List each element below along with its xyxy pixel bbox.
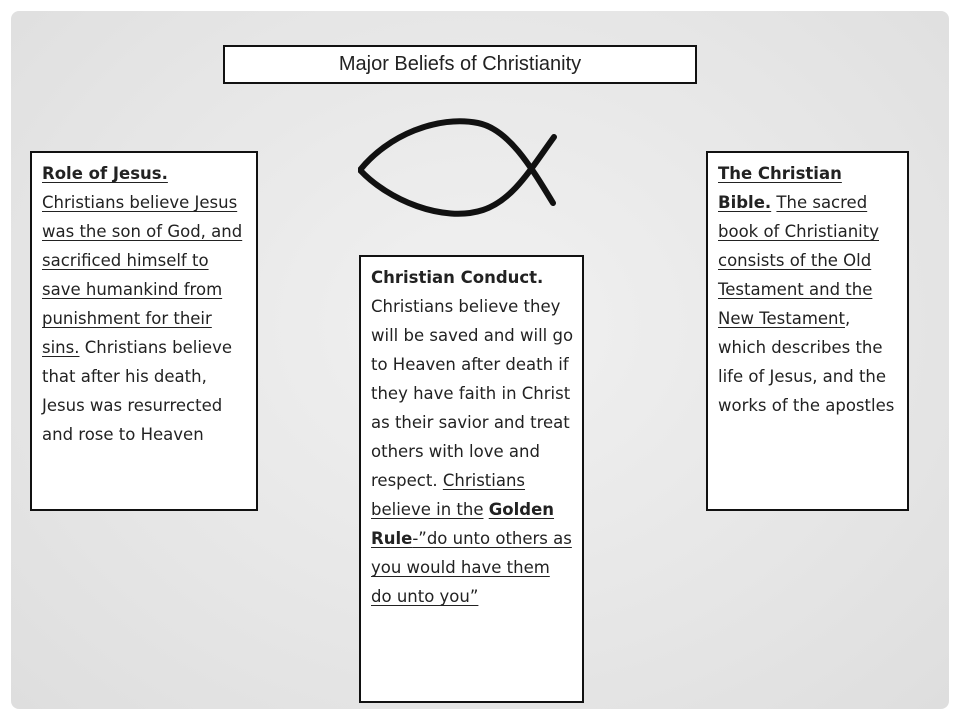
christian-bible-text: , which describes the life of Jesus, and…	[718, 309, 895, 415]
role-of-jesus-heading: Role of Jesus.	[42, 164, 168, 183]
page-title: Major Beliefs of Christianity	[223, 45, 697, 84]
christian-conduct-box: Christian Conduct. Christians believe th…	[359, 255, 584, 703]
christian-conduct-text: Christians believe they will be saved an…	[371, 297, 574, 490]
christian-conduct-heading: Christian Conduct.	[371, 268, 544, 287]
golden-rule-quote: -”do unto others as you would have them …	[371, 529, 572, 606]
christian-bible-box: The Christian Bible. The sacred book of …	[706, 151, 909, 511]
christian-bible-heading: The Christian Bible.	[718, 164, 842, 212]
ichthys-fish-icon	[358, 118, 557, 217]
role-of-jesus-underlined-text: Christians believe Jesus was the son of …	[42, 193, 243, 357]
role-of-jesus-box: Role of Jesus. Christians believe Jesus …	[30, 151, 258, 511]
golden-rule-label: Golden Rule	[371, 500, 555, 548]
role-of-jesus-text: Christians believe that after his death,…	[42, 338, 233, 444]
christian-bible-underlined-text: The sacred book of Christianity consists…	[718, 193, 879, 328]
golden-rule-intro: Christians believe in the	[371, 471, 526, 519]
